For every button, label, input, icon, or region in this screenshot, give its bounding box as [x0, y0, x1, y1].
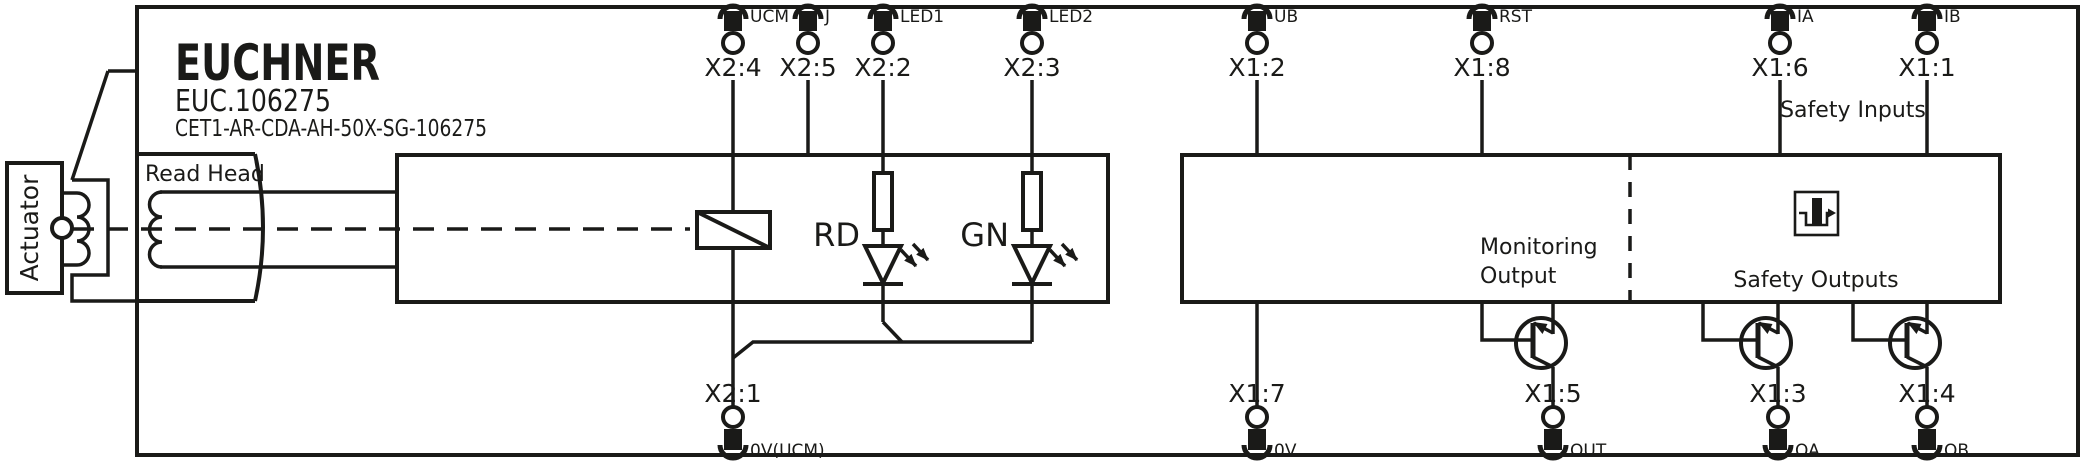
actuator-assembly: Actuator [5, 69, 139, 303]
ucm-return-bus [731, 248, 1032, 406]
terminal-signal-label: RST [1499, 7, 1533, 27]
transistor-symbol [1516, 318, 1566, 368]
terminal-pin-label: X2:5 [779, 53, 836, 82]
terminal-signal-label: UCM [750, 7, 789, 27]
read-head-label: Read Head [145, 162, 265, 187]
wire [731, 340, 1032, 360]
safety-outputs-label: Safety Outputs [1733, 268, 1898, 293]
output-unit-box [1180, 153, 2002, 304]
transistor-symbol [1890, 318, 1940, 368]
red-led-branch: RD [813, 80, 930, 322]
transistor-symbol [1741, 318, 1791, 368]
led-light-arrow-icon [1048, 248, 1067, 268]
terminal-plug-icon [720, 407, 746, 458]
terminal-signal-label: IB [1944, 7, 1961, 27]
terminal-plug-icon [720, 6, 746, 53]
wire [1851, 302, 1890, 342]
terminal-plug-icon [1244, 407, 1270, 458]
relay [695, 210, 772, 250]
terminal-plug-icon [1540, 407, 1566, 458]
terminal-pin-label: X1:1 [1898, 53, 1955, 82]
actuator-pivot-circle [50, 216, 74, 240]
terminal-bottom-ob: X1:4 OB [1898, 379, 1969, 461]
terminal-pin-label: X1:2 [1228, 53, 1285, 82]
safety-output-b-transistor [1851, 302, 1940, 406]
order-code: EUC.106275 [175, 84, 331, 119]
terminal-plug-icon [1765, 407, 1791, 458]
terminal-signal-label: IA [1797, 7, 1814, 27]
terminal-signal-label: OB [1944, 441, 1969, 461]
terminal-plug-icon [1244, 6, 1270, 53]
terminal-top-led1: LED1 X2:2 [854, 6, 944, 82]
wire [1480, 302, 1516, 342]
monitoring-output-label: Output [1480, 264, 1557, 289]
terminal-pin-label: X1:7 [1228, 379, 1285, 408]
terminal-signal-label: 0V [1274, 441, 1297, 461]
monitoring-output-transistor [1480, 302, 1566, 406]
type-code: CET1-AR-CDA-AH-50X-SG-106275 [175, 116, 487, 142]
led-light-arrow-icon [1060, 242, 1079, 262]
resistor-symbol [872, 171, 894, 232]
pulse-signal-icon [1793, 190, 1840, 237]
terminal-top-j: J X2:5 [779, 6, 837, 155]
red-led-label: RD [813, 216, 860, 254]
terminal-bottom-out: X1:5 OUT [1524, 379, 1607, 461]
mount-bracket [70, 178, 137, 303]
output-unit: Monitoring Output Safety Outputs [1180, 153, 2002, 304]
terminal-signal-label: 0V(UCM) [750, 441, 825, 461]
terminal-signal-label: LED2 [1049, 7, 1093, 27]
terminal-top-led2: LED2 X2:3 [1003, 6, 1093, 82]
terminal-top-ub: UB X1:2 [1228, 6, 1298, 155]
terminal-top-ia: IA X1:6 [1751, 6, 1814, 155]
terminal-pin-label: X1:6 [1751, 53, 1808, 82]
wire [1701, 302, 1741, 342]
read-head: Read Head [137, 152, 397, 303]
terminal-signal-label: UB [1274, 7, 1298, 27]
terminal-bottom-oa: X1:3 OA [1749, 379, 1820, 461]
led-light-arrow-icon [899, 248, 918, 268]
safety-output-a-transistor [1701, 302, 1791, 406]
terminal-plug-icon [870, 6, 896, 53]
terminal-bottom-0v-ucm: X2:1 0V(UCM) [704, 379, 824, 461]
terminal-signal-label: OUT [1570, 441, 1607, 461]
terminal-plug-icon [1914, 6, 1940, 53]
terminal-top-ib: IB X1:1 [1898, 6, 1961, 155]
green-led-branch: GN [960, 80, 1079, 342]
resistor-symbol [1021, 171, 1043, 232]
monitoring-output-label: Monitoring [1480, 235, 1598, 260]
wire [881, 320, 904, 344]
actuator-label: Actuator [15, 174, 44, 281]
led-symbol [861, 244, 905, 288]
brand-logo: EUCHNER [175, 34, 380, 92]
safety-inputs-label: Safety Inputs [1780, 98, 1926, 123]
terminal-signal-label: OA [1795, 441, 1820, 461]
terminal-plug-icon [1914, 407, 1940, 458]
terminal-bottom-0v: X1:7 0V [1228, 302, 1297, 461]
terminal-pin-label: X1:8 [1453, 53, 1510, 82]
terminal-pin-label: X1:5 [1524, 379, 1581, 408]
terminal-plug-icon [1469, 6, 1495, 53]
mount-diagonal-line [70, 70, 110, 181]
terminal-plug-icon [1019, 6, 1045, 53]
terminal-pin-label: X2:1 [704, 379, 761, 408]
terminal-plug-icon [1767, 6, 1793, 53]
relay-diagonal [696, 210, 771, 250]
green-led-label: GN [960, 216, 1009, 254]
terminal-pin-label: X2:2 [854, 53, 911, 82]
led-light-arrow-icon [911, 242, 930, 262]
enclosure-border [135, 5, 2080, 457]
terminal-pin-label: X2:4 [704, 53, 761, 82]
terminal-pin-label: X2:3 [1003, 53, 1060, 82]
terminal-pin-label: X1:3 [1749, 379, 1806, 408]
terminal-top-ucm: UCM X2:4 [704, 6, 789, 212]
led-symbol [1010, 244, 1054, 288]
terminal-pin-label: X1:4 [1898, 379, 1955, 408]
terminal-plug-icon [795, 6, 821, 53]
terminal-signal-label: J [824, 7, 830, 27]
terminal-signal-label: LED1 [900, 7, 944, 27]
terminal-top-rst: RST X1:8 [1453, 6, 1533, 155]
